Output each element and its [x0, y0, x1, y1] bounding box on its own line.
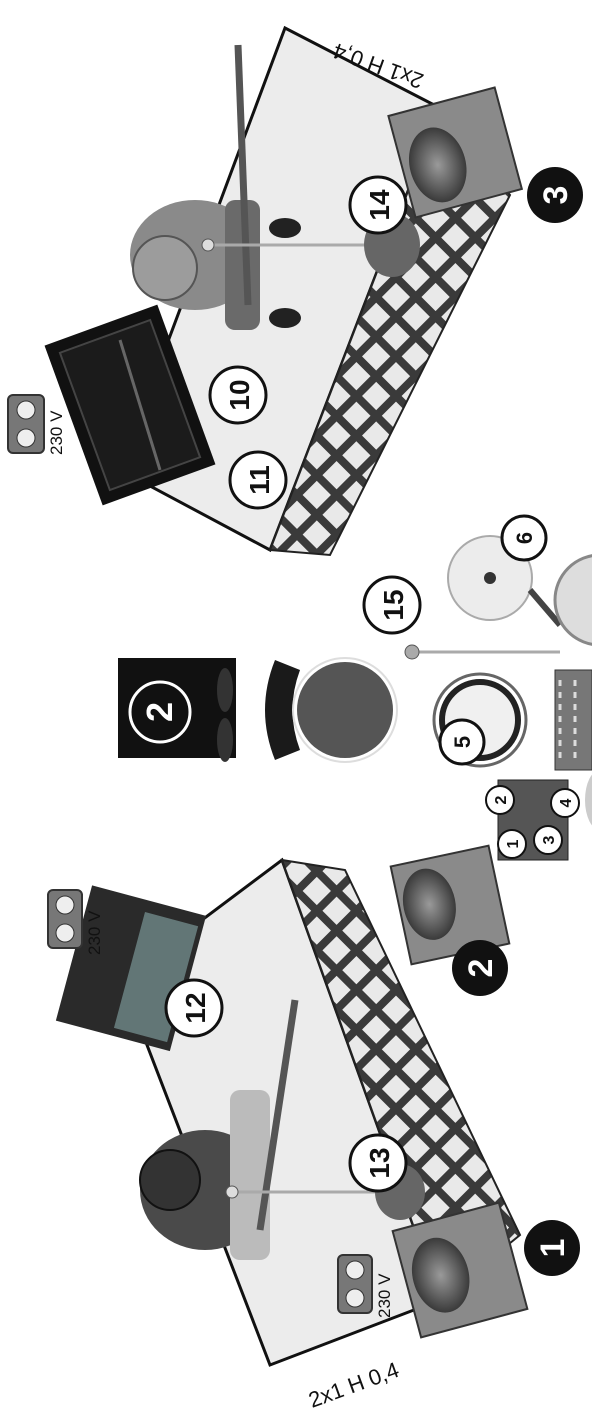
kick-drum [555, 670, 592, 770]
svg-text:13: 13 [364, 1147, 395, 1178]
channel-10: 10 [210, 367, 266, 423]
power-outlet-top: 230 V [8, 395, 66, 455]
voltage-label-bottom: 230 V [375, 1273, 394, 1318]
channel-12: 12 [166, 980, 222, 1036]
monitor-badge-1: 1 [524, 1220, 580, 1276]
monitor-badge-3: 3 [527, 167, 583, 223]
svg-text:5: 5 [450, 736, 475, 748]
svg-text:1: 1 [505, 839, 522, 848]
drum-mic-box: 2 4 1 3 [486, 780, 579, 860]
svg-text:6: 6 [512, 532, 537, 544]
voltage-label-top: 230 V [47, 410, 66, 455]
svg-text:14: 14 [364, 189, 395, 221]
svg-text:2: 2 [493, 795, 510, 804]
channel-15: 15 [364, 577, 420, 633]
drum-throne [265, 658, 397, 762]
channel-5: 5 [440, 720, 484, 764]
svg-text:3: 3 [541, 835, 558, 844]
bass-cabinet: 2 [118, 658, 236, 762]
channel-13: 13 [350, 1135, 406, 1191]
svg-text:12: 12 [180, 992, 211, 1023]
voltage-label-middle: 230 V [85, 910, 104, 955]
monitor-number-1: 1 [534, 1239, 572, 1258]
svg-text:15: 15 [378, 589, 409, 620]
mic-stand-15 [405, 645, 560, 659]
channel-6: 6 [502, 516, 546, 560]
monitor-number-2: 2 [462, 959, 500, 978]
svg-text:11: 11 [244, 465, 275, 495]
riser-label-bottom: 2x1 H 0,4 [305, 1357, 402, 1413]
channel-11: 11 [230, 452, 286, 508]
bass-cab-number: 2 [139, 702, 180, 722]
channel-14: 14 [350, 177, 406, 233]
svg-text:10: 10 [224, 379, 255, 410]
monitor-badge-2: 2 [452, 940, 508, 996]
hihat [585, 770, 592, 830]
floor-tom [555, 555, 592, 645]
monitor-number-3: 3 [537, 186, 575, 205]
svg-text:4: 4 [558, 798, 575, 807]
